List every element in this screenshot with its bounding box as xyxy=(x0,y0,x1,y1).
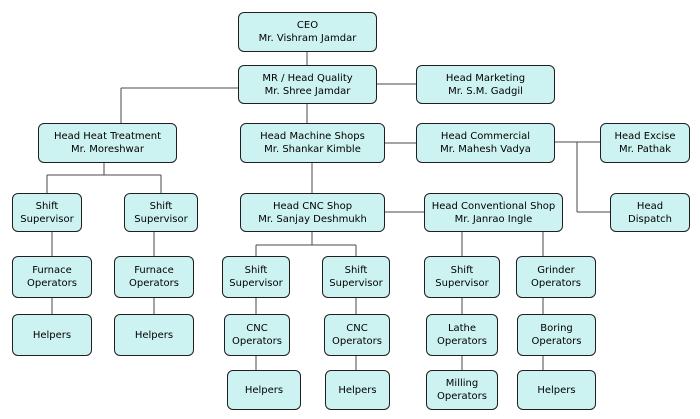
head-commercial-name: Mr. Mahesh Vadya xyxy=(440,144,531,155)
mr-head-quality-box: MR / Head Quality Mr. Shree Jamdar xyxy=(238,65,377,104)
helpers-5-label: Helpers xyxy=(537,384,576,396)
helpers-box-3: Helpers xyxy=(227,370,301,410)
head-heat-treatment-box: Head Heat Treatment Mr. Moreshwar xyxy=(38,123,177,163)
head-heat-treatment-title: Head Heat Treatment xyxy=(53,131,162,142)
head-cnc-shop-title: Head CNC Shop xyxy=(272,200,353,212)
head-machine-shops-title: Head Machine Shops xyxy=(260,131,365,142)
helpers-3-label: Helpers xyxy=(244,384,284,396)
head-dispatch-line2: Dispatch xyxy=(628,213,672,225)
ceo-title: CEO xyxy=(296,20,319,31)
head-machine-shops-box: Head Machine Shops Mr. Shankar Kimble xyxy=(240,123,385,163)
head-commercial-title: Head Commercial xyxy=(440,131,531,142)
head-commercial-box: Head Commercial Mr. Mahesh Vadya xyxy=(416,123,555,163)
furnace-operators-1-line1: Furnace xyxy=(32,265,72,276)
boring-operators-line1: Boring xyxy=(540,323,573,334)
head-excise-name: Mr. Pathak xyxy=(618,144,672,155)
ht-shift-supervisor-box-1: Shift Supervisor xyxy=(12,193,82,232)
ceo-box: CEO Mr. Vishram Jamdar xyxy=(238,12,377,52)
cnc-operators-2-line2: Operators xyxy=(332,336,382,347)
cnc-operators-2-line1: CNC xyxy=(346,323,368,334)
conv-shift-supervisor-box: Shift Supervisor xyxy=(424,256,500,298)
furnace-operators-1-line2: Operators xyxy=(27,278,77,289)
ht-shift-supervisor-2-line2: Supervisor xyxy=(134,213,188,225)
grinder-operators-box: Grinder Operators xyxy=(516,256,596,298)
ht-shift-supervisor-box-2: Shift Supervisor xyxy=(124,193,198,232)
lathe-operators-line2: Operators xyxy=(437,336,487,347)
head-marketing-title: Head Marketing xyxy=(445,72,526,84)
cnc-operators-box-2: CNC Operators xyxy=(324,314,390,356)
lathe-operators-line1: Lathe xyxy=(447,323,477,334)
milling-operators-line1: Milling xyxy=(445,378,479,389)
head-conventional-shop-box: Head Conventional Shop Mr. Janrao Ingle xyxy=(424,193,563,232)
head-cnc-shop-name: Mr. Sanjay Deshmukh xyxy=(258,213,367,225)
furnace-operators-2-line1: Furnace xyxy=(134,265,174,276)
lathe-operators-box: Lathe Operators xyxy=(426,314,498,356)
grinder-operators-line1: Grinder xyxy=(537,265,575,276)
conv-shift-supervisor-line1: Shift xyxy=(450,265,474,276)
head-marketing-name: Mr. S.M. Gadgil xyxy=(448,85,523,97)
cnc-shift-supervisor-box-1: Shift Supervisor xyxy=(222,256,290,298)
helpers-2-label: Helpers xyxy=(134,329,174,341)
furnace-operators-2-line2: Operators xyxy=(129,278,179,289)
head-cnc-shop-box: Head CNC Shop Mr. Sanjay Deshmukh xyxy=(240,193,385,232)
head-heat-treatment-name: Mr. Moreshwar xyxy=(71,144,144,155)
cnc-shift-supervisor-1-line2: Supervisor xyxy=(229,278,283,289)
cnc-shift-supervisor-2-line1: Shift xyxy=(344,265,368,276)
head-machine-shops-name: Mr. Shankar Kimble xyxy=(264,144,361,155)
head-conventional-shop-title: Head Conventional Shop xyxy=(431,200,556,212)
cnc-shift-supervisor-box-2: Shift Supervisor xyxy=(322,256,390,298)
head-dispatch-box: Head Dispatch xyxy=(610,193,690,232)
grinder-operators-line2: Operators xyxy=(531,278,581,289)
ht-shift-supervisor-2-line1: Shift xyxy=(149,200,173,212)
cnc-operators-1-line2: Operators xyxy=(232,336,282,347)
cnc-shift-supervisor-1-line1: Shift xyxy=(244,265,268,276)
boring-operators-box: Boring Operators xyxy=(517,314,596,356)
mr-head-quality-name: Mr. Shree Jamdar xyxy=(264,85,351,97)
ht-shift-supervisor-1-line1: Shift xyxy=(35,200,59,212)
boring-operators-line2: Operators xyxy=(531,336,582,347)
cnc-operators-1-line1: CNC xyxy=(246,323,268,334)
ht-shift-supervisor-1-line2: Supervisor xyxy=(20,213,74,225)
helpers-box-2: Helpers xyxy=(114,314,194,356)
head-excise-box: Head Excise Mr. Pathak xyxy=(600,123,690,163)
furnace-operators-box-1: Furnace Operators xyxy=(12,256,92,298)
helpers-box-1: Helpers xyxy=(12,314,92,356)
milling-operators-box: Milling Operators xyxy=(426,370,498,410)
helpers-4-label: Helpers xyxy=(338,384,377,396)
head-dispatch-line1: Head xyxy=(636,200,664,212)
helpers-box-5: Helpers xyxy=(517,370,596,410)
cnc-shift-supervisor-2-line2: Supervisor xyxy=(329,278,383,289)
conv-shift-supervisor-line2: Supervisor xyxy=(435,278,489,289)
furnace-operators-box-2: Furnace Operators xyxy=(114,256,194,298)
head-excise-title: Head Excise xyxy=(614,131,676,142)
helpers-1-label: Helpers xyxy=(32,329,72,341)
milling-operators-line2: Operators xyxy=(437,391,487,402)
mr-head-quality-title: MR / Head Quality xyxy=(262,72,353,84)
head-marketing-box: Head Marketing Mr. S.M. Gadgil xyxy=(416,65,555,104)
cnc-operators-box-1: CNC Operators xyxy=(224,314,290,356)
helpers-box-4: Helpers xyxy=(325,370,390,410)
ceo-name: Mr. Vishram Jamdar xyxy=(258,33,357,44)
head-conventional-shop-name: Mr. Janrao Ingle xyxy=(454,213,533,225)
